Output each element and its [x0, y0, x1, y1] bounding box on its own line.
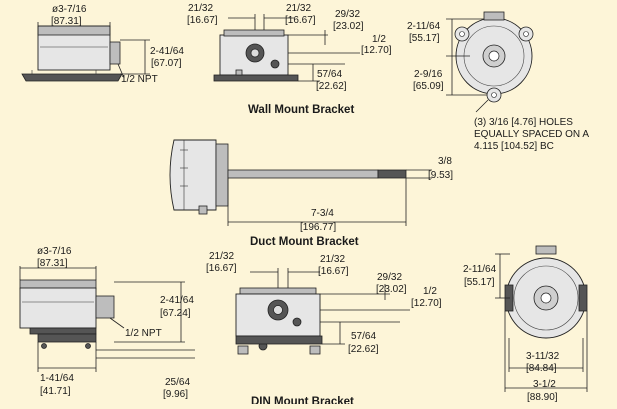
wall-b: 21/32 [286, 3, 311, 14]
rear-note-line3: 4.115 [104.52] BC [474, 141, 554, 152]
din-rear-w: 3-11/32 [526, 351, 560, 362]
wall-e-mm: [22.62] [316, 81, 347, 92]
wall-d-mm: [12.70] [361, 45, 392, 56]
din-c-mm: [23.02] [376, 284, 407, 295]
din-b: 21/32 [320, 254, 345, 265]
rear-a-mm: [55.17] [409, 33, 440, 44]
rear-b-mm: [65.09] [413, 81, 444, 92]
din-side-view [19, 266, 195, 372]
wall-d: 1/2 [372, 34, 386, 45]
wall-npt: 1/2 NPT [121, 74, 158, 85]
din-d: 1/2 [423, 286, 437, 297]
din-b-mm: [16.67] [318, 266, 349, 277]
din-a-mm: [16.67] [206, 263, 237, 274]
wall-c-mm: [23.02] [333, 21, 364, 32]
din-rear-w2: 3-1/2 [533, 379, 556, 390]
din-w: 1-41/64 [40, 373, 74, 384]
duct-length-mm: [196.77] [300, 222, 336, 233]
din-dia: ø3-7/16 [37, 246, 72, 257]
din-h: 25/64 [165, 377, 190, 388]
wall-dia-mm: [87.31] [51, 16, 82, 27]
rear-a: 2-11/64 [407, 21, 441, 32]
din-rear-w2-mm: [88.90] [527, 392, 558, 403]
rear-note-line2: EQUALLY SPACED ON A [474, 129, 589, 140]
wall-c: 29/32 [335, 9, 360, 20]
wall-dia: ø3-7/16 [52, 4, 87, 15]
wall-mount-title: Wall Mount Bracket [248, 104, 354, 116]
wall-side-view [21, 22, 150, 82]
din-rear-a: 2-11/64 [463, 264, 497, 275]
duct-probe: 3/8 [438, 156, 452, 167]
din-npt: 1/2 NPT [125, 328, 162, 339]
duct-probe-mm: [9.53] [428, 170, 453, 181]
rear-view-top [446, 11, 534, 113]
din-d-mm: [12.70] [411, 298, 442, 309]
duct-mount-view [169, 139, 432, 226]
duct-mount-title: Duct Mount Bracket [250, 236, 359, 248]
rear-note-line1: (3) 3/16 [4.76] HOLES [474, 117, 573, 128]
din-e: 57/64 [351, 331, 376, 342]
wall-height-mm: [67.07] [151, 58, 182, 69]
wall-b-mm: [16.67] [285, 15, 316, 26]
rear-b: 2-9/16 [414, 69, 443, 80]
din-w-mm: [41.71] [40, 386, 71, 397]
din-mount-title: DIN Mount Bracket [251, 396, 354, 404]
din-height: 2-41/64 [160, 295, 194, 306]
din-front-view [235, 268, 410, 355]
wall-a-mm: [16.67] [187, 15, 218, 26]
din-rear-view [495, 245, 588, 392]
din-a: 21/32 [209, 251, 234, 262]
din-c: 29/32 [377, 272, 402, 283]
din-height-mm: [67.24] [160, 308, 191, 319]
wall-e: 57/64 [317, 69, 342, 80]
din-e-mm: [22.62] [348, 344, 379, 355]
din-h-mm: [9.96] [163, 389, 188, 400]
din-rear-w-mm: [84.84] [526, 363, 557, 374]
wall-a: 21/32 [188, 3, 213, 14]
wall-height: 2-41/64 [150, 46, 184, 57]
wall-front-view [213, 14, 360, 82]
duct-length: 7-3/4 [311, 208, 334, 219]
din-rear-a-mm: [55.17] [464, 277, 495, 288]
din-dia-mm: [87.31] [37, 258, 68, 269]
